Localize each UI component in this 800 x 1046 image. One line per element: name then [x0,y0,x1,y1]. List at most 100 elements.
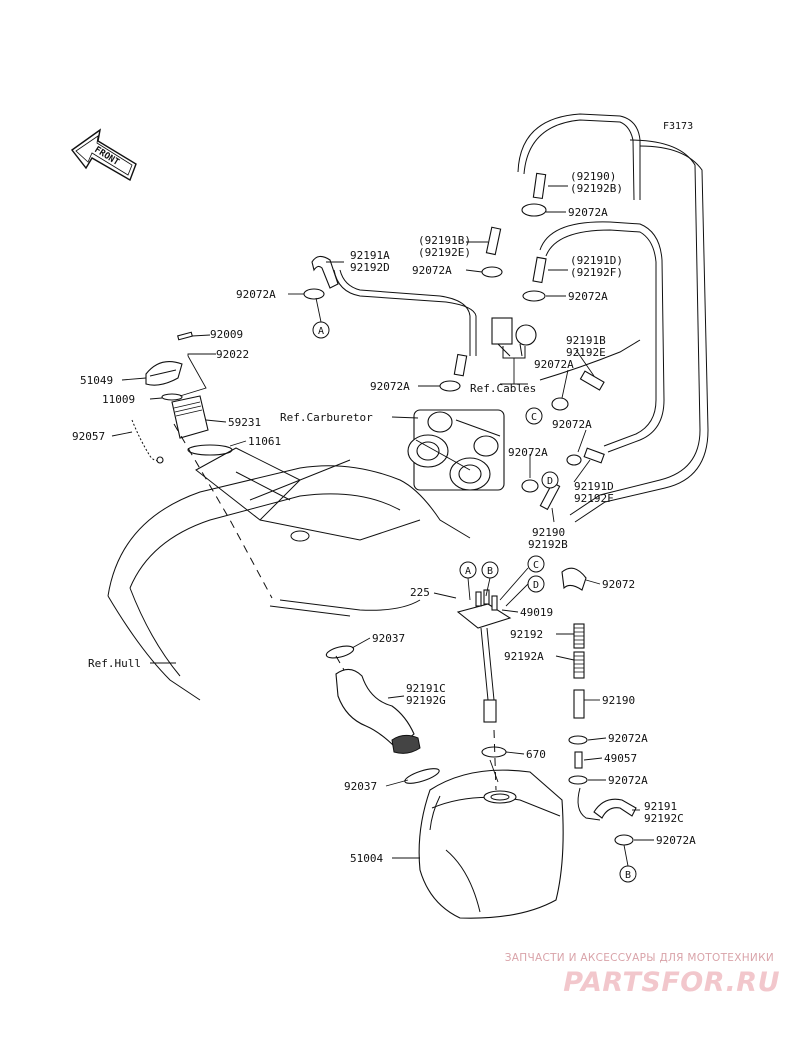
marker-B-sender: B [481,561,499,579]
marker-A-top: A [312,321,330,339]
tether-92057 [131,419,164,464]
svg-text:D: D [547,476,553,487]
label-92191B-right: 92191B [566,334,606,347]
watermark-caption: ЗАПЧАСТИ И АКСЕССУАРЫ ДЛЯ МОТОТЕХНИКИ [504,952,774,964]
label-92192: 92192 [510,628,543,641]
hull [107,447,471,701]
label-59231: 59231 [228,416,261,429]
label-51004: 51004 [350,852,383,865]
label-92191B-top: (92191B) [418,234,471,247]
clamp-92072A-2 [481,266,503,278]
label-92192B-top: (92192B) [570,182,623,195]
label-92190-low: 92190 [532,526,565,539]
label-92190-top: (92190) [570,170,616,183]
hose-92190 [573,689,585,719]
fuel-tank [418,769,564,919]
label-92009: 92009 [210,328,243,341]
clamp-92037-low [404,768,440,784]
ref-cables-label: Ref.Cables [470,382,536,395]
label-92192E-top: (92192E) [418,246,471,259]
label-92072A-f: 92072A [608,732,648,745]
hose-segment-92191B-right [579,370,605,391]
label-92072A-mid: 92072A [370,380,410,393]
fuel-hose-loops [333,113,709,523]
label-92191C: 92191C [406,682,446,695]
clamp-92072A-1 [521,203,547,217]
marker-C-upper: C [525,407,543,425]
label-92072A-g: 92072A [608,774,648,787]
label-92191D-right: 92191D [574,480,614,493]
figure-code: F3173 [663,121,693,132]
hose-92191A-elbow [311,255,339,289]
svg-text:C: C [531,412,537,423]
label-49057: 49057 [604,752,637,765]
hose-clamp-92072 [561,567,587,591]
clamp-92072A-f [568,735,588,745]
hose-92192 [573,623,585,649]
hose-segment-92191B-top [485,226,502,256]
label-92191A: 92191A [350,249,390,262]
hose-segment-mid-left [453,353,468,377]
label-92057: 92057 [72,430,105,443]
svg-text:B: B [487,566,493,577]
fuel-cock [491,317,537,359]
label-92192E-right: 92192E [566,346,606,359]
marker-A-sender: A [459,561,477,579]
leader-lines [111,185,654,859]
svg-text:A: A [318,326,324,337]
label-11009: 11009 [102,393,135,406]
hose-92192A [573,651,585,679]
label-92037-low: 92037 [344,780,377,793]
label-225: 225 [410,586,430,599]
ref-hull-label: Ref.Hull [88,657,141,670]
svg-text:B: B [625,870,631,881]
hose-segment-92190-top [532,172,547,200]
label-92072A-d: 92072A [552,418,592,431]
filler-cap [145,361,183,386]
fitting-49057 [574,751,583,769]
front-arrow-icon: FRONT [70,128,137,182]
label-92192A: 92192A [504,650,544,663]
hose-92191 [577,787,637,821]
filler-neck-59231 [171,395,209,439]
hose-segment-92191D-top [532,256,547,284]
clamp-92072A-c [551,397,569,411]
label-92072A-h: 92072A [656,834,696,847]
clamp-92072A-g [568,775,588,785]
label-92072A-c: 92072A [534,358,574,371]
label-92192B-low: 92192B [528,538,568,551]
label-92072: 92072 [602,578,635,591]
screw-92009 [177,331,193,341]
label-49019: 49019 [520,606,553,619]
label-92191: 92191 [644,800,677,813]
label-92192F-right: 92192F [574,492,614,505]
watermark-logo: PARTSFOR.RU [563,967,780,998]
fill-hose-92191C [325,645,421,754]
clamp-92072A-left [303,288,325,300]
label-670: 670 [526,748,546,761]
marker-B-bottom: B [619,865,637,883]
fuel-pickup-49019 [456,589,512,723]
clamp-92072A-3 [522,290,546,302]
label-92037-top: 92037 [372,632,405,645]
label-92072A-3: 92072A [568,290,608,303]
part-labels: (92190) (92192B) 92072A (92191B) (92192E… [72,170,696,865]
label-92191D-top: (92191D) [570,254,623,267]
label-92072A-e: 92072A [508,446,548,459]
label-92192D: 92192D [350,261,390,274]
label-92192G: 92192G [406,694,446,707]
marker-C-sender: C [527,555,545,573]
label-92192F-top: (92192F) [570,266,623,279]
svg-text:A: A [465,566,471,577]
label-92192C: 92192C [644,812,684,825]
clamp-92072A-h [614,834,634,846]
marker-D-upper: D [541,471,559,489]
hose-segment-92191D-right [583,447,605,464]
carburetor-assembly [407,409,505,491]
clamp-92072A-e [521,479,539,493]
marker-D-sender: D [527,575,545,593]
label-92072A-1: 92072A [568,206,608,219]
gasket-670 [481,746,507,758]
label-11061: 11061 [248,435,281,448]
